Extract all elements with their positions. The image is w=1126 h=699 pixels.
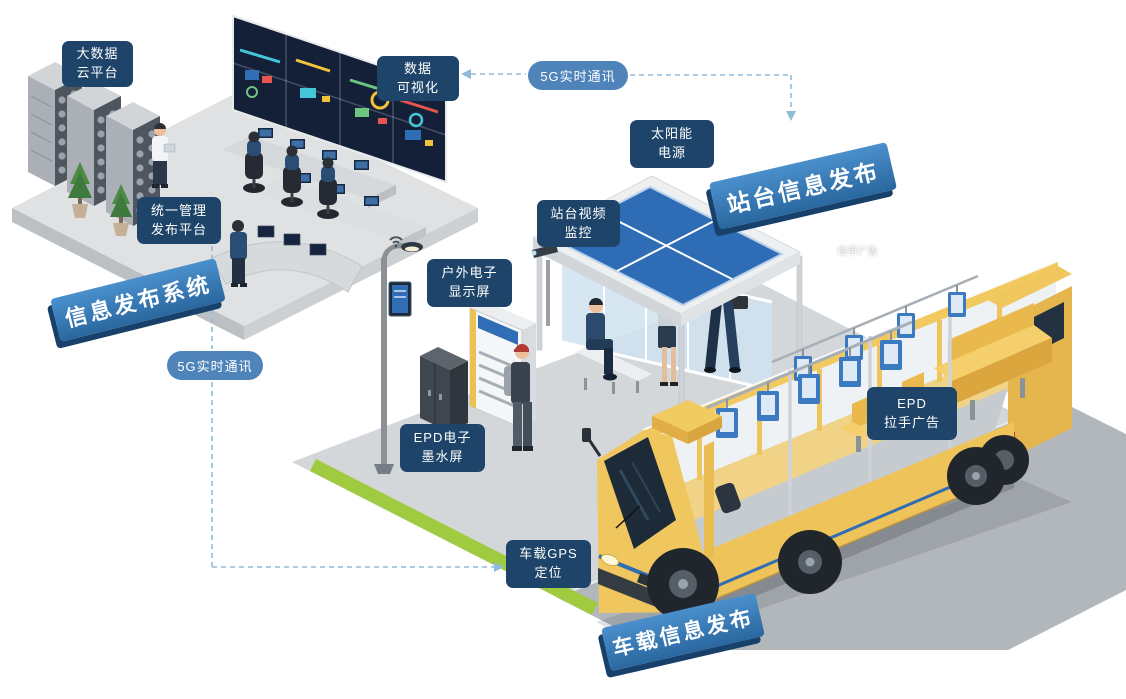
electrical-cabinet (420, 347, 468, 432)
callout-big-data-cloud: 大数据 云平台 (62, 41, 133, 87)
cctv-camera-icon (531, 244, 558, 326)
arrow-left-icon (461, 69, 471, 79)
bus-wheels (647, 435, 1029, 620)
pedestrian-backpack (504, 344, 533, 451)
callout-solar-power: 太阳能 电源 (630, 120, 714, 168)
callout-epd-handle-ad: EPD 拉手广告 (867, 387, 957, 440)
pill-5g-comm-top: 5G实时通讯 (528, 61, 628, 90)
screen-wall (232, 14, 447, 184)
bus-handle-ad-note: 拉手广告 (838, 246, 879, 256)
plants (68, 162, 132, 236)
callout-station-video-monitor: 站台视频 监控 (537, 200, 620, 247)
street-lamp (374, 236, 423, 474)
callout-data-visualization: 数据 可视化 (377, 56, 459, 101)
operator-seated-3 (317, 157, 339, 219)
operator-seated-1 (243, 131, 265, 193)
arrow-down-icon (786, 111, 796, 121)
curved-desk (211, 225, 363, 293)
curved-desk-operator (230, 220, 247, 287)
callout-epd-ink-screen: EPD电子 墨水屏 (400, 424, 485, 472)
wifi-icon (389, 236, 403, 248)
epd-handle-ads (705, 274, 979, 438)
desk-monitors (258, 128, 379, 206)
console-desks (222, 128, 426, 250)
callout-outdoor-display: 户外电子 显示屏 (427, 259, 512, 307)
bus-rear-bench (934, 303, 1052, 420)
connectors (211, 69, 796, 572)
shelter-bench (576, 345, 652, 394)
operator-seated-2 (281, 145, 303, 207)
callout-unified-platform: 统一管理 发布平台 (137, 197, 221, 244)
passenger-sitting (586, 298, 617, 381)
bus-roof-ac (652, 400, 722, 444)
arrow-right-icon (494, 562, 504, 572)
lamp-display-screen (388, 281, 412, 317)
callout-vehicle-gps: 车载GPS 定位 (506, 540, 591, 588)
pill-5g-comm-left: 5G实时通讯 (167, 351, 263, 380)
standing-engineer (152, 123, 176, 188)
